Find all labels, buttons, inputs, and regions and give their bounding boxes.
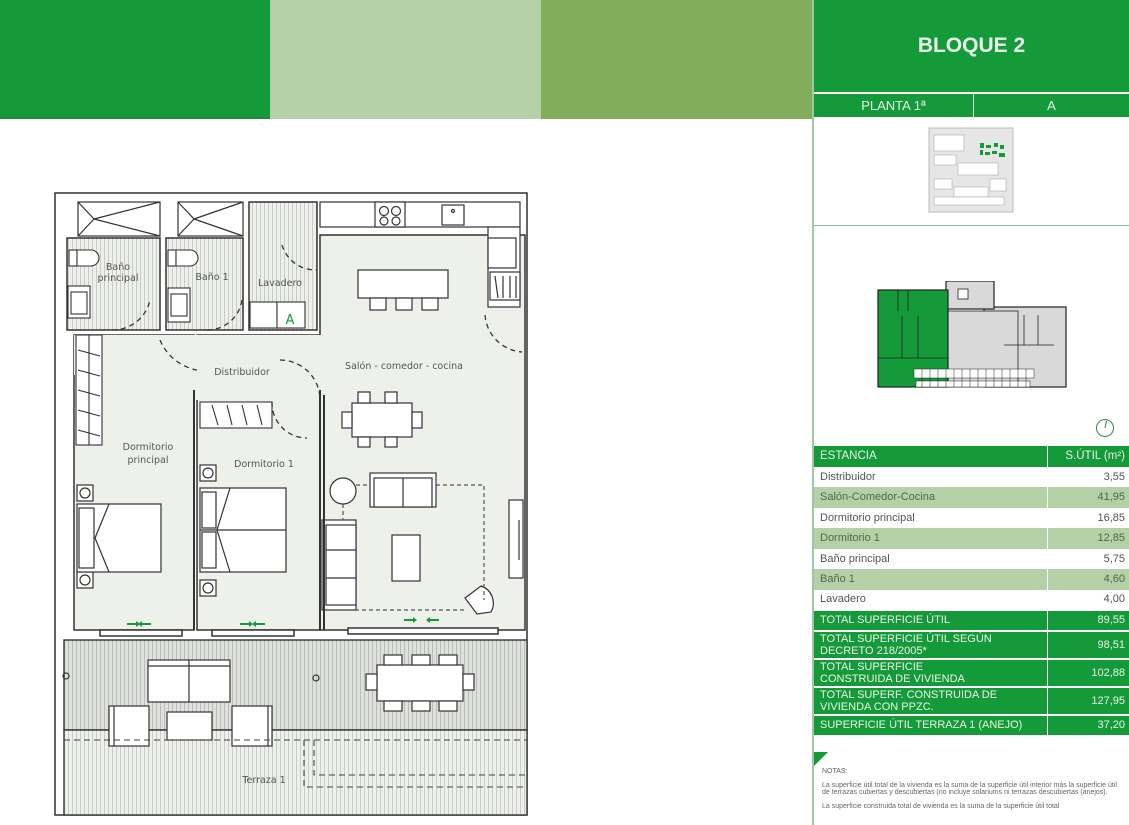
svg-text:principal: principal <box>128 455 169 466</box>
svg-text:Distribuidor: Distribuidor <box>214 367 270 378</box>
col-room: ESTANCIA <box>814 446 1047 467</box>
svg-text:Dormitorio: Dormitorio <box>123 442 174 453</box>
col-area: S.ÚTIL (m²) <box>1046 446 1129 467</box>
header-band-light-green <box>270 0 541 119</box>
svg-text:Baño 1: Baño 1 <box>195 272 228 283</box>
svg-text:Dormitorio 1: Dormitorio 1 <box>234 459 294 470</box>
svg-text:Salón - comedor - cocina: Salón - comedor - cocina <box>345 361 463 372</box>
notes-corner-decoration <box>814 752 828 766</box>
info-panel: BLOQUE 2 PLANTA 1ª A <box>812 0 1129 825</box>
notes-paragraph: La superficie construida total de vivien… <box>822 802 1060 810</box>
svg-text:Terraza 1: Terraza 1 <box>241 775 285 786</box>
floor-plan: A <box>52 190 550 825</box>
building-location-plan <box>814 226 1129 446</box>
svg-text:Baño: Baño <box>106 262 130 273</box>
room-distribuidor <box>157 335 322 400</box>
notes-paragraph: La superficie útil total de la vivienda … <box>822 781 1117 797</box>
header-band-mid-green <box>541 0 812 119</box>
notes: NOTAS: La superficie útil total de la vi… <box>822 768 1122 816</box>
floor-label: PLANTA 1ª <box>814 94 974 117</box>
header-band-dark-green <box>0 0 270 119</box>
site-key-plan <box>814 117 1129 226</box>
area-table-header: ESTANCIA S.ÚTIL (m²) <box>814 446 1129 467</box>
total-row: SUPERFICIE ÚTIL TERRAZA 1 (ANEJO)37,20 <box>814 713 1129 735</box>
unit-marker: A <box>286 313 295 328</box>
north-compass-icon <box>1095 418 1115 438</box>
block-title: BLOQUE 2 <box>814 0 1129 92</box>
svg-text:Lavadero: Lavadero <box>258 278 302 289</box>
notes-title: NOTAS: <box>822 768 848 775</box>
svg-text:principal: principal <box>98 273 139 284</box>
unit-label: A <box>1047 98 1056 113</box>
unit-header: PLANTA 1ª A <box>814 92 1129 117</box>
